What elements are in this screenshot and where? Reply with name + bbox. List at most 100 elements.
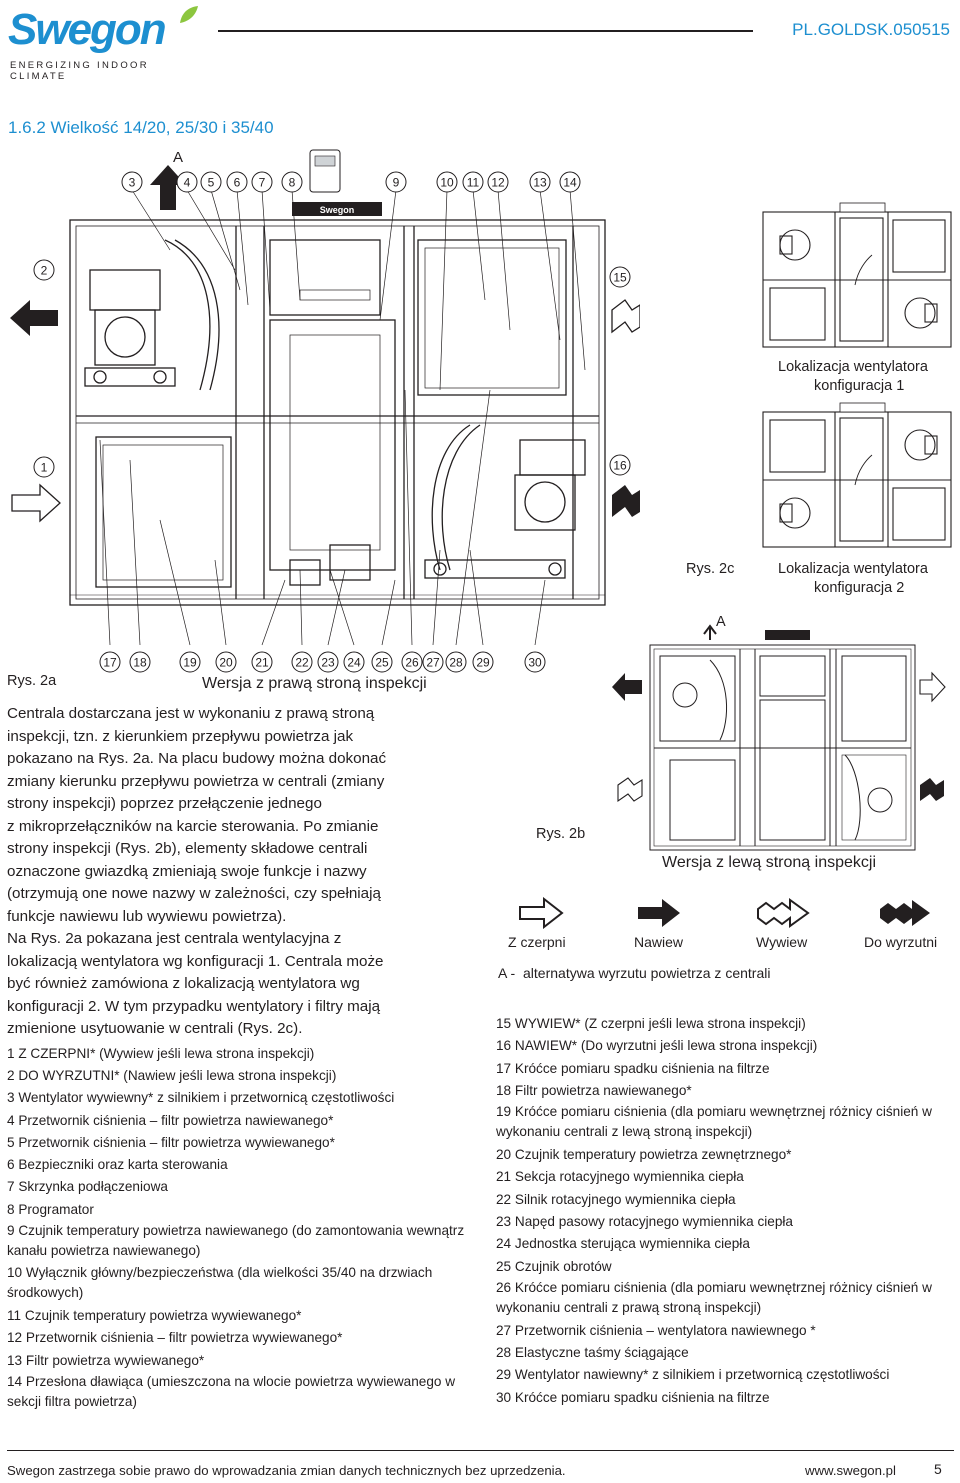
page-number: 5	[934, 1461, 942, 1477]
body-line: (otrzymują one nowe nazwy w zależności, …	[7, 885, 381, 902]
callout-29: 29	[472, 651, 494, 673]
body-line: strony inspekcji) poprzez przełączenie j…	[7, 795, 322, 812]
note-prefix: A -	[498, 965, 516, 981]
callout-11: 11	[462, 171, 484, 193]
body-line: z mikroprzełączników na karcie sterowani…	[7, 817, 379, 835]
legend-item: 2 DO WYRZUTNI* (Nawiew jeśli lewa strona…	[7, 1068, 337, 1084]
legend-item: 3 Wentylator wywiewny* z silnikiem i prz…	[7, 1089, 395, 1105]
solid-arrow-icon	[638, 899, 680, 927]
svg-text:13: 13	[533, 176, 547, 190]
config2-label-line1: Lokalizacja wentylatora	[778, 561, 928, 577]
body-line: strony inspekcji (Rys. 2b), elementy skł…	[7, 840, 368, 857]
svg-text:1: 1	[41, 461, 48, 475]
section-title: 1.6.2 Wielkość 14/20, 25/30 i 35/40	[8, 118, 274, 137]
svg-text:27: 27	[426, 656, 440, 670]
callout-20: 20	[215, 651, 237, 673]
svg-text:30: 30	[528, 656, 542, 670]
svg-text:20: 20	[219, 656, 233, 670]
svg-text:22: 22	[295, 656, 309, 670]
legend-item: 8 Programator	[7, 1201, 94, 1217]
callout-1: 1	[33, 456, 55, 478]
svg-text:19: 19	[183, 656, 197, 670]
body-line: Centrala dostarczana jest w wykonaniu z …	[7, 705, 375, 722]
svg-text:9: 9	[393, 176, 400, 190]
callout-3: 3	[121, 171, 143, 193]
legend-item: 26 Króćce pomiaru ciśnienia (dla pomiaru…	[496, 1279, 932, 1315]
svg-text:24: 24	[347, 656, 361, 670]
svg-text:3: 3	[129, 176, 136, 190]
rys-2b-subtitle: Wersja z lewą stroną inspekcji	[662, 854, 877, 871]
outline-arrow-icon	[11, 483, 61, 523]
legend-item: 21 Sekcja rotacyjnego wymiennika ciepła	[496, 1169, 744, 1185]
legend-item: 23 Napęd pasowy rotacyjnego wymiennika c…	[496, 1214, 793, 1230]
svg-text:2: 2	[41, 264, 48, 278]
svg-text:7: 7	[259, 176, 266, 190]
callout-8: 8	[281, 171, 303, 193]
callout-14: 14	[559, 171, 581, 193]
svg-text:4: 4	[184, 176, 191, 190]
svg-text:5: 5	[208, 176, 215, 190]
top-letter-a: A	[173, 149, 183, 166]
body-line: być również zamówiona z lokalizacją went…	[7, 975, 360, 992]
config1-label-line1: Lokalizacja wentylatora	[778, 359, 928, 375]
rys-2c-label: Rys. 2c	[686, 561, 735, 577]
solid-arrow-icon	[10, 300, 58, 336]
solid-wavy-arrow-icon	[612, 485, 640, 517]
svg-text:16: 16	[613, 459, 627, 473]
legend-label-z-czerpni: Z czerpni	[508, 934, 566, 950]
legend-item: 18 Filtr powietrza nawiewanego*	[496, 1082, 692, 1098]
legend-label-do-wyrzutni: Do wyrzutni	[864, 934, 938, 950]
callout-23: 23	[317, 651, 339, 673]
legend-item: 20 Czujnik temperatury powietrza zewnętr…	[496, 1147, 792, 1163]
legend-label-wywiew: Wywiew	[756, 934, 808, 950]
callout-27: 27	[422, 651, 444, 673]
legend-item: 24 Jednostka sterująca wymiennika ciepła	[496, 1236, 750, 1252]
legend-item: 11 Czujnik temperatury powietrza wywiewa…	[7, 1308, 302, 1324]
body-line: inspekcji, tzn. z kierunkiem przepływu p…	[7, 727, 354, 745]
callout-4: 4	[176, 171, 198, 193]
legend-item: 10 Wyłącznik główny/bezpieczeństwa (dla …	[7, 1265, 433, 1301]
footer-website: www.swegon.pl	[805, 1463, 896, 1478]
figure-2c-config2	[762, 402, 952, 548]
svg-text:14: 14	[563, 176, 577, 190]
legend-item: 7 Skrzynka podłączeniowa	[7, 1179, 168, 1195]
callout-17: 17	[99, 651, 121, 673]
legend-item: 28 Elastyczne taśmy ściągające	[496, 1345, 689, 1361]
svg-text:25: 25	[375, 656, 389, 670]
rys-2a-subtitle: Wersja z prawą stroną inspekcji	[202, 675, 427, 692]
arrow-legend: Z czerpni Nawiew Wywiew Do wyrzutni	[500, 893, 960, 953]
svg-text:29: 29	[476, 656, 490, 670]
callout-22: 22	[291, 651, 313, 673]
body-line: oznaczone gwiazdką zmieniają swoje funkc…	[7, 862, 367, 880]
footer-disclaimer: Swegon zastrzega sobie prawo do wprowadz…	[7, 1463, 566, 1478]
legend-item: 30 Króćce pomiaru spadku ciśnienia na fi…	[496, 1389, 770, 1405]
callout-21: 21	[251, 651, 273, 673]
callout-2: 2	[33, 259, 55, 281]
config2-label-line2: konfiguracja 2	[814, 580, 905, 596]
callout-16: 16	[609, 454, 631, 476]
body-line: lokalizacją wentylatora wg konfiguracji …	[7, 952, 384, 970]
description-paragraph: Centrala dostarczana jest w wykonaniu z …	[7, 703, 487, 1041]
legend-item: 19 Króćce pomiaru ciśnienia (dla pomiaru…	[496, 1104, 932, 1140]
svg-text:28: 28	[449, 656, 463, 670]
callout-12: 12	[487, 171, 509, 193]
callout-7: 7	[251, 171, 273, 193]
solid-wavy-arrow-icon	[880, 900, 930, 926]
svg-text:15: 15	[613, 271, 627, 285]
footer-rule	[7, 1450, 954, 1451]
callout-26: 26	[401, 651, 423, 673]
figure-2c-config1	[762, 202, 952, 348]
svg-text:12: 12	[491, 176, 505, 190]
body-line: pokazano na Rys. 2a. Na placu budowy moż…	[7, 750, 387, 767]
component-legend-right: 15 WYWIEW* (Z czerpni jeśli lewa strona …	[496, 1013, 958, 1409]
svg-text:8: 8	[289, 176, 296, 190]
callout-10: 10	[436, 171, 458, 193]
header-rule	[218, 30, 753, 32]
callout-18: 18	[129, 651, 151, 673]
swegon-logo: Swegon ENERGIZING INDOOR CLIMATE	[8, 5, 198, 82]
svg-text:11: 11	[467, 176, 480, 190]
callout-30: 30	[524, 651, 546, 673]
body-line: konfiguracji 2. W tym przypadku wentylat…	[7, 997, 381, 1015]
